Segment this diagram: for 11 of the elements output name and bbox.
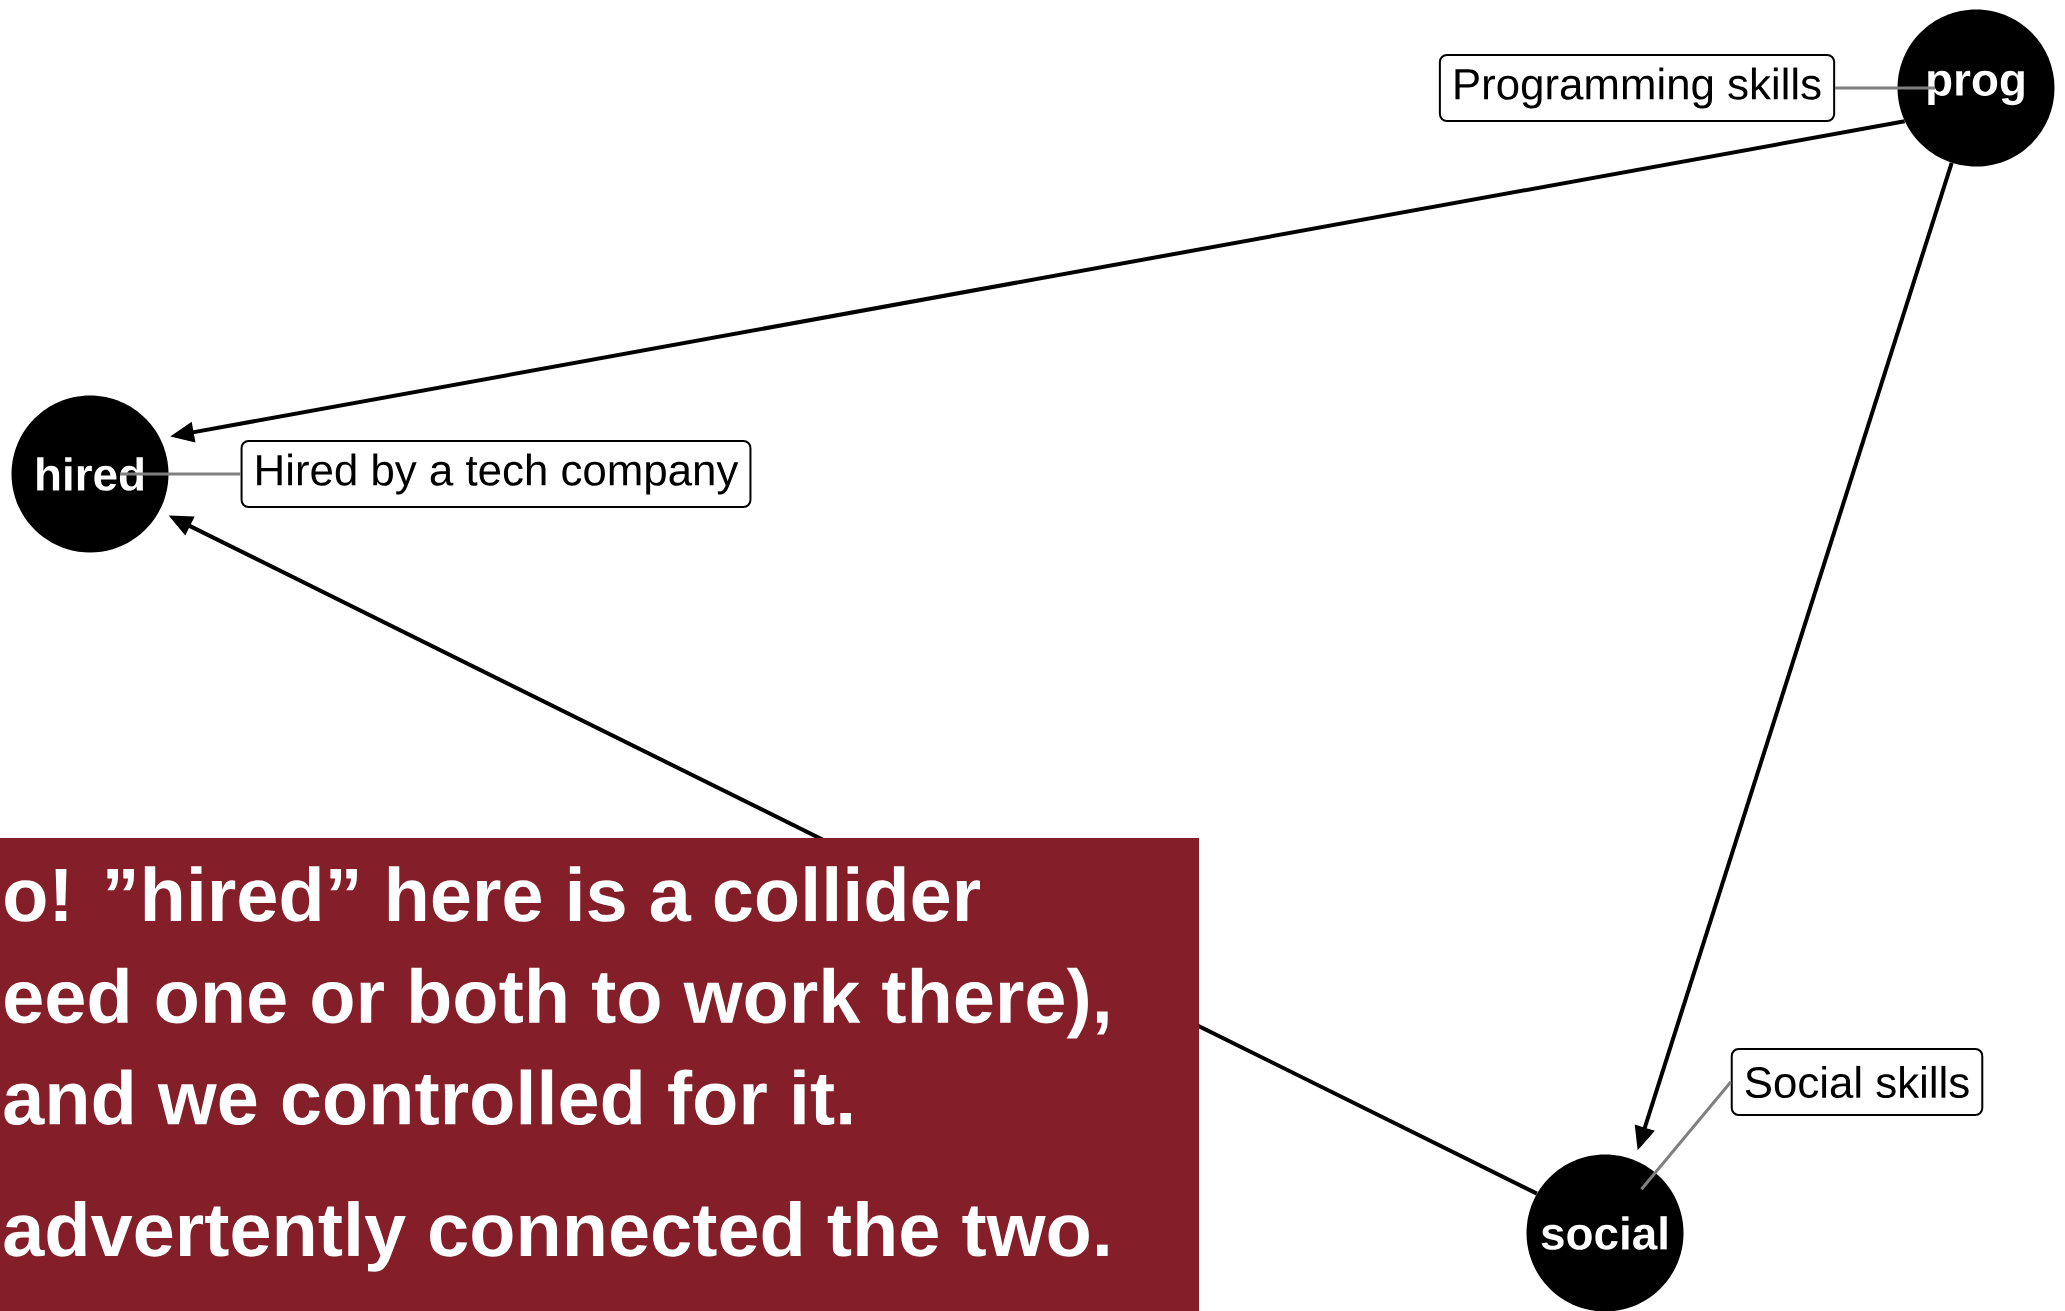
callout-box: o! ”hired” here is a collider eed one or both to work there), and we controlled for it. advertently connected the two. — [0, 838, 1199, 1311]
label-box: Hired by a tech company — [240, 440, 752, 508]
leader-line — [1640, 1081, 1732, 1191]
label: advertently connected the two. — [4, 1201, 1108, 1272]
label: eed one or both to work there), — [5, 967, 1108, 1039]
leader-line — [120, 472, 241, 476]
label: and we controlled for it. — [4, 1069, 851, 1126]
leader-line — [1835, 86, 1935, 90]
label-box: Social skills — [1730, 1048, 1984, 1116]
label: o! ”hired” here is a collider — [5, 866, 981, 922]
label-box: Programming skills — [1438, 54, 1836, 122]
